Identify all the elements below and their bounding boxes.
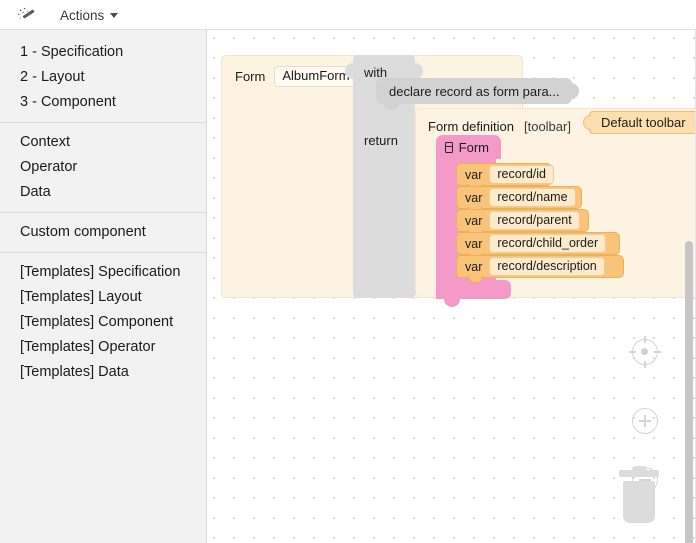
vertical-scrollbar-track[interactable]	[684, 33, 695, 543]
trash-body	[623, 481, 655, 523]
sidebar-item-templates-data[interactable]: [Templates] Data	[0, 360, 206, 385]
sidebar-group-templates: [Templates] Specification [Templates] La…	[0, 252, 206, 392]
actions-menu-label: Actions	[60, 8, 104, 23]
trash-lid	[619, 470, 659, 477]
var-value-field[interactable]: record/parent	[489, 211, 579, 230]
top-toolbar: Actions	[0, 0, 696, 30]
zoom-in-icon[interactable]	[632, 408, 658, 434]
block-var-record-parent[interactable]: var record/parent	[456, 209, 589, 232]
var-keyword: var	[465, 260, 482, 274]
sidebar-item-templates-specification[interactable]: [Templates] Specification	[0, 260, 206, 285]
block-declare-record[interactable]: declare record as form para...	[376, 78, 572, 104]
sidebar-item-layout[interactable]: 2 - Layout	[0, 65, 206, 90]
block-var-record-id[interactable]: var record/id	[456, 163, 552, 186]
var-value-field[interactable]: record/name	[489, 188, 575, 207]
plus-vertical-bar	[644, 415, 646, 427]
block-default-toolbar[interactable]: Default toolbar	[589, 111, 696, 134]
blocks-canvas[interactable]: Form AlbumForm with return declare recor…	[208, 33, 696, 543]
magic-wand-icon[interactable]	[16, 6, 36, 26]
with-block-left-plug	[345, 63, 354, 79]
block-var-record-name[interactable]: var record/name	[456, 186, 582, 209]
sidebar-item-templates-layout[interactable]: [Templates] Layout	[0, 285, 206, 310]
block-var-record-description[interactable]: var record/description	[456, 255, 624, 278]
var-value-field[interactable]: record/description	[489, 257, 604, 276]
sidebar-item-context[interactable]: Context	[0, 130, 206, 155]
sidebar-group-custom: Custom component	[0, 212, 206, 252]
crosshair-tick-right	[654, 351, 661, 353]
block-form-keyword: Form	[235, 70, 265, 83]
block-form-container-header[interactable]: Form	[436, 135, 501, 159]
sidebar-item-custom-component[interactable]: Custom component	[0, 220, 206, 245]
form-container-label: Form	[459, 141, 489, 154]
var-keyword: var	[465, 191, 482, 205]
block-form-definition-header: Form definition [toolbar]	[428, 120, 571, 133]
var-value-field[interactable]: record/child_order	[489, 234, 606, 253]
sidebar-item-operator[interactable]: Operator	[0, 155, 206, 180]
block-var-record-child-order[interactable]: var record/child_order	[456, 232, 620, 255]
chevron-down-icon	[110, 13, 118, 18]
crosshair-dot	[641, 348, 648, 355]
default-toolbar-label: Default toolbar	[601, 116, 686, 129]
crosshair-tick-top	[644, 336, 646, 343]
sidebar-item-templates-operator[interactable]: [Templates] Operator	[0, 335, 206, 360]
sidebar-group-main: 1 - Specification 2 - Layout 3 - Compone…	[0, 38, 206, 122]
sidebar-item-component[interactable]: 3 - Component	[0, 90, 206, 115]
crosshair-tick-left	[629, 351, 636, 353]
var-keyword: var	[465, 168, 482, 182]
block-form-specification-header: Form AlbumForm	[235, 66, 358, 87]
return-label: return	[364, 134, 398, 147]
var-keyword: var	[465, 237, 482, 251]
sidebar-item-data[interactable]: Data	[0, 180, 206, 205]
actions-menu-button[interactable]: Actions	[56, 4, 122, 26]
var-value-field[interactable]: record/id	[489, 165, 554, 184]
var-keyword: var	[465, 214, 482, 228]
form-definition-title: Form definition	[428, 120, 514, 133]
sidebar-menu: 1 - Specification 2 - Layout 3 - Compone…	[0, 30, 207, 543]
crosshair-tick-bottom	[644, 361, 646, 368]
trash-can-icon[interactable]	[619, 470, 659, 526]
form-definition-toolbar-param: [toolbar]	[524, 120, 571, 133]
vertical-scrollbar-thumb[interactable]	[685, 241, 693, 543]
sidebar-item-specification[interactable]: 1 - Specification	[0, 40, 206, 65]
list-icon	[445, 142, 453, 153]
block-form-container-bottom-tab	[444, 298, 460, 307]
sidebar-group-core: Context Operator Data	[0, 122, 206, 212]
declare-record-label: declare record as form para...	[389, 85, 560, 98]
sidebar-item-templates-component[interactable]: [Templates] Component	[0, 310, 206, 335]
crosshair-center-icon[interactable]	[632, 339, 658, 365]
